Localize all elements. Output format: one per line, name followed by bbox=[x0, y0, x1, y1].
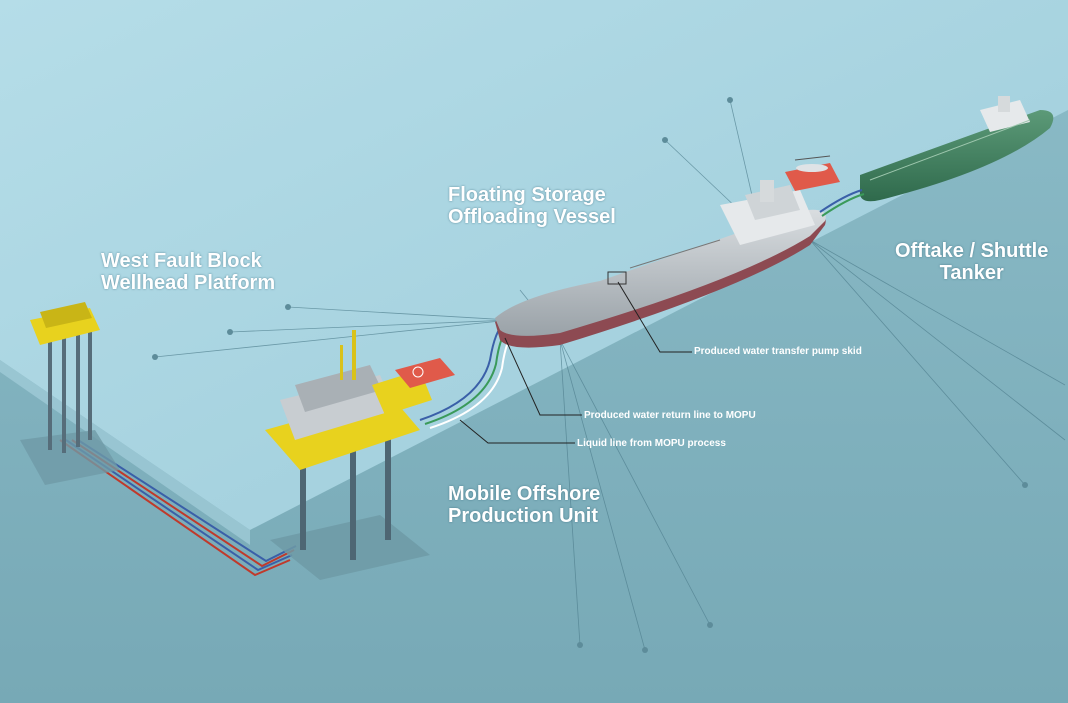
shuttle-tanker bbox=[859, 96, 1054, 202]
tanker-label-line1: Offtake / Shuttle bbox=[895, 240, 1049, 262]
offloading-hose bbox=[819, 189, 865, 217]
tanker-label-line2: Tanker bbox=[939, 262, 1004, 284]
sea-surface bbox=[0, 0, 1068, 530]
wellhead-platform bbox=[20, 302, 120, 485]
fsov-vessel bbox=[495, 180, 826, 348]
helideck-with-helicopter bbox=[785, 155, 840, 191]
fsov-label-line2: Offloading Vessel bbox=[448, 206, 616, 228]
leader-dots bbox=[152, 97, 1028, 653]
mopu-label-line2: Production Unit bbox=[448, 505, 598, 527]
wellhead-platform-label: West Fault Block Wellhead Platform bbox=[101, 250, 275, 294]
mopu-label: Mobile Offshore Production Unit bbox=[448, 483, 600, 527]
fsov-label: Floating Storage Offloading Vessel bbox=[448, 184, 616, 228]
wellhead-label-line2: Wellhead Platform bbox=[101, 272, 276, 294]
callout-liquid-line: Liquid line from MOPU process bbox=[577, 438, 726, 449]
callout-return-line: Produced water return line to MOPU bbox=[584, 410, 756, 421]
callout-lines bbox=[459, 281, 692, 444]
wellhead-label-line1: West Fault Block bbox=[101, 250, 262, 272]
mopu-topsides bbox=[265, 330, 455, 470]
fsov-label-line1: Floating Storage bbox=[448, 184, 606, 206]
mopu-legs bbox=[300, 420, 391, 560]
tanker-label: Offtake / Shuttle Tanker bbox=[895, 240, 1048, 284]
callout-pump-skid: Produced water transfer pump skid bbox=[694, 346, 862, 357]
mopu-label-line1: Mobile Offshore bbox=[448, 483, 601, 505]
